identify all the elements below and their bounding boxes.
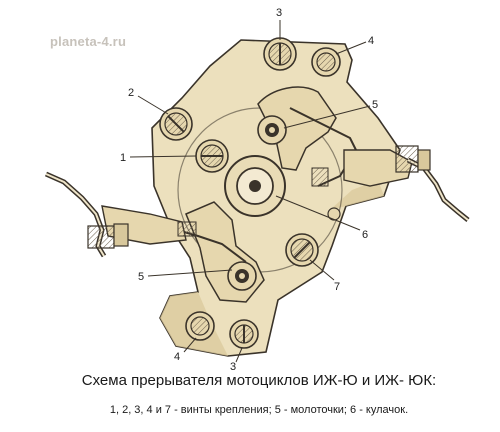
screw-5-lower (227, 261, 257, 291)
callout-1: 1 (120, 152, 126, 164)
screw-4-bottom (185, 311, 215, 341)
right-terminal-nut-2 (417, 149, 431, 171)
leader-3-bottom (235, 347, 243, 363)
screw-5-upper (257, 115, 287, 145)
leader-4-top (335, 41, 367, 55)
leader-6 (275, 195, 361, 231)
callout-4-top: 4 (368, 35, 374, 47)
callout-6: 6 (362, 229, 368, 241)
callout-2: 2 (128, 87, 134, 99)
callout-3-bottom: 3 (230, 361, 236, 373)
leader-4-bottom (183, 337, 197, 353)
screw-1 (195, 139, 229, 173)
contact-lower (177, 221, 197, 237)
screw-3-bottom (229, 319, 259, 349)
right-bracket (343, 149, 413, 187)
watermark: planeta-4.ru (50, 34, 127, 49)
callout-5-right: 5 (372, 99, 378, 111)
hammer-arm-upper (257, 86, 337, 171)
contact-upper (311, 167, 329, 187)
caption-legend: 1, 2, 3, 4 и 7 - винты крепления; 5 - мо… (109, 404, 409, 416)
leader-5-right (283, 105, 371, 129)
leader-1 (129, 155, 197, 158)
screw-2 (159, 107, 193, 141)
screw-3-top (263, 37, 297, 71)
leader-5-left (147, 269, 233, 277)
right-terminal-nut (395, 145, 419, 173)
left-terminal-nut-2 (113, 223, 129, 247)
screw-4-top (311, 47, 341, 77)
plate-edge-shading (330, 180, 384, 210)
callout-7: 7 (334, 281, 340, 293)
breaker-diagram: 1 2 3 4 5 6 7 5 4 3 (44, 7, 470, 373)
callout-4-bottom: 4 (174, 351, 180, 363)
cam-center (249, 180, 261, 192)
callout-5-left: 5 (138, 271, 144, 283)
leader-7 (309, 259, 335, 281)
screw-7 (285, 233, 319, 267)
leader-2 (137, 95, 169, 115)
left-terminal-nut (87, 225, 115, 249)
caption-title: Схема прерывателя мотоциклов ИЖ-Ю и ИЖ- … (81, 372, 437, 389)
callout-3-top: 3 (276, 7, 282, 19)
